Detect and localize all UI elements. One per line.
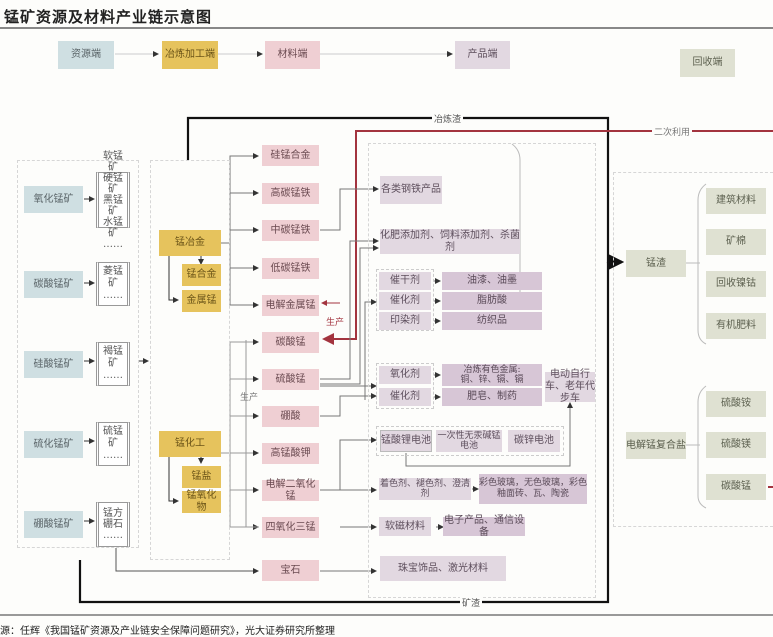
material-lc-ferromn: 低碳锰铁 xyxy=(262,258,319,279)
glass-use: 彩色玻璃，无色玻璃，彩色釉面砖、瓦、陶瓷 xyxy=(479,474,587,504)
secondary-use-label: 二次利用 xyxy=(652,125,693,138)
material-gem: 宝石 xyxy=(262,560,319,581)
mineral: 硼石 xyxy=(103,519,123,530)
mineral: …… xyxy=(103,450,123,461)
secondary-use-line xyxy=(322,130,773,345)
slag-use-fertilizer: 有机肥料 xyxy=(706,313,766,339)
salt-use-ammonium-sulfate: 硫酸铵 xyxy=(706,391,766,417)
mineral: 水锰矿 xyxy=(103,216,123,239)
agent-group-1 xyxy=(376,269,434,331)
slag-use-building: 建筑材料 xyxy=(706,188,766,214)
product-steel: 各类钢铁产品 xyxy=(380,176,442,204)
produce-label-2: 生产 xyxy=(240,393,259,403)
ore-slag-label: 矿渣 xyxy=(460,596,483,609)
battery-limn: 锰酸锂电池 xyxy=(380,430,432,452)
footer-divider xyxy=(0,614,773,616)
mineral: 锰方 xyxy=(103,508,123,519)
agent-group-2 xyxy=(376,363,434,409)
salt-use-mg-sulfate: 硫酸镁 xyxy=(706,432,766,458)
smelting-metallurgy: 锰冶金 xyxy=(159,230,221,256)
mineral: …… xyxy=(103,530,123,541)
use-fatty-acid: 脂肪酸 xyxy=(442,292,542,310)
material-emd: 电解二氧化锰 xyxy=(262,479,319,502)
use-textile: 纺织品 xyxy=(442,312,542,330)
mineral-list-sulfide: 硫锰矿 …… xyxy=(96,422,130,466)
smelting-mn-salt: 锰盐 xyxy=(182,466,221,488)
slag-use-ni-co: 回收镍钴 xyxy=(706,271,766,297)
smelting-slag-label: 冶炼渣 xyxy=(432,112,464,125)
ore-type-sulfide: 硫化锰矿 xyxy=(24,431,83,458)
soft-magnetic: 软磁材料 xyxy=(379,517,431,536)
mineral: 软锰矿 xyxy=(103,150,123,173)
smelting-metal-mn: 金属锰 xyxy=(182,290,221,312)
recycle-mn-slag: 锰渣 xyxy=(626,250,686,277)
material-hc-ferromn: 高碳锰铁 xyxy=(262,183,319,204)
mineral: 硫锰矿 xyxy=(103,426,123,449)
jewelry: 珠宝饰品、激光材料 xyxy=(380,556,506,581)
use-paint-ink: 油漆、油墨 xyxy=(442,272,542,290)
agent-oxidizer: 氧化剂 xyxy=(379,366,431,384)
smelting-chemical: 锰化工 xyxy=(159,431,221,457)
mineral: 黑锰矿 xyxy=(103,194,123,217)
mineral: 硬锰矿 xyxy=(103,172,123,195)
use-nonferrous: 冶炼有色金属: 铜、锌、镉、镉 xyxy=(442,364,542,386)
material-mn-carbonate: 碳酸锰 xyxy=(262,332,319,353)
product-ebike: 电动自行车、老年代步车 xyxy=(545,369,595,404)
salt-use-mn-carbonate: 碳酸锰 xyxy=(706,474,766,500)
mineral: …… xyxy=(103,370,123,381)
produce-label-1: 生产 xyxy=(326,318,345,328)
battery-alkaline: 一次性无汞碱锰电池 xyxy=(436,430,502,452)
material-kmno4: 高锰酸钾 xyxy=(262,443,319,464)
agent-drier: 催干剂 xyxy=(379,272,431,290)
material-mn3o4: 四氧化三锰 xyxy=(262,517,319,538)
mineral-list-silicate: 褐锰矿 …… xyxy=(96,342,130,386)
resource-panel xyxy=(17,160,139,548)
smelting-slag-line xyxy=(186,116,625,270)
battery-zinc-carbon: 碳锌电池 xyxy=(508,430,560,452)
recycle-complex-salt: 电解锰复合盐 xyxy=(626,432,686,459)
mineral: 褐锰矿 xyxy=(103,346,123,369)
slag-use-mineral-wool: 矿棉 xyxy=(706,229,766,255)
legend-resource: 资源端 xyxy=(58,41,114,69)
material-mc-ferromn: 中碳锰铁 xyxy=(262,220,319,241)
agent-catalyst: 催化剂 xyxy=(379,292,431,310)
use-soap-pharma: 肥皂、制药 xyxy=(442,388,542,406)
recycle-panel xyxy=(613,172,773,527)
smelting-panel xyxy=(150,160,230,560)
page-title: 锰矿资源及材料产业链示意图 xyxy=(4,8,213,26)
legend-recycle: 回收端 xyxy=(680,49,735,77)
mineral-list-carbonate: 菱锰矿 …… xyxy=(96,262,130,306)
ore-type-silicate: 硅酸锰矿 xyxy=(24,351,83,378)
source-note: 源：任辉《我国锰矿资源及产业链安全保障问题研究》，光大证券研究所整理 xyxy=(0,626,335,637)
mineral-list-borate: 锰方 硼石 …… xyxy=(96,502,130,547)
smelting-mn-oxide: 锰氧化物 xyxy=(182,490,221,513)
ore-type-oxide: 氧化锰矿 xyxy=(24,186,83,213)
material-electrolytic-mn: 电解金属锰 xyxy=(262,295,319,316)
ore-slag-line xyxy=(78,262,610,604)
battery-group xyxy=(376,426,564,456)
ore-type-borate: 硼酸锰矿 xyxy=(24,511,83,538)
agent-dye: 印染剂 xyxy=(379,312,431,330)
mineral: …… xyxy=(103,290,123,301)
glass-agent: 着色剂、褪色剂、澄清剂 xyxy=(379,478,471,500)
mineral: …… xyxy=(103,238,123,250)
smelting-mn-alloy: 锰合金 xyxy=(182,264,221,286)
mineral-list-oxide: 软锰矿 硬锰矿 黑锰矿 水锰矿 …… xyxy=(96,151,130,250)
legend-smelting: 冶炼加工端 xyxy=(162,41,218,69)
title-divider xyxy=(0,27,773,29)
material-boric-acid: 硼酸 xyxy=(262,406,319,427)
product-additives: 化肥添加剂、饲料添加剂、杀菌剂 xyxy=(380,229,520,254)
mineral: 菱锰矿 xyxy=(103,266,123,289)
material-mn-sulfate: 硫酸锰 xyxy=(262,369,319,390)
agent-catalyst-2: 催化剂 xyxy=(379,388,431,406)
material-si-mn-alloy: 硅锰合金 xyxy=(262,145,319,166)
ore-type-carbonate: 碳酸锰矿 xyxy=(24,271,83,298)
electronics: 电子产品、通信设备 xyxy=(443,514,525,538)
legend-material: 材料端 xyxy=(265,41,320,69)
legend-product: 产品端 xyxy=(455,41,510,69)
